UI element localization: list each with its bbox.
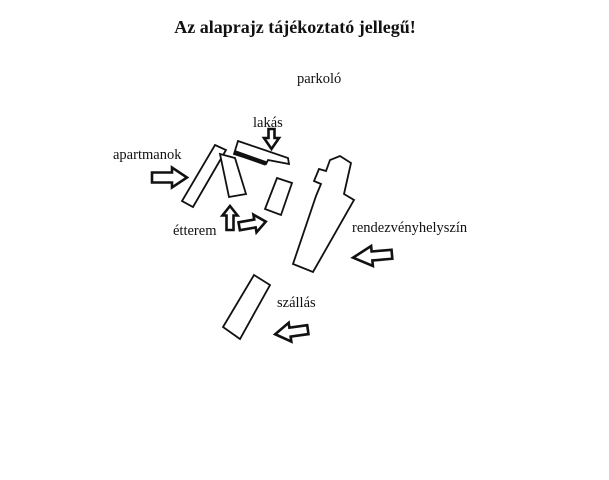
rendezvenyhelyszin-left-arrow-icon [350, 243, 394, 268]
page-title: Az alaprajz tájékoztató jellegű! [174, 17, 415, 37]
label-apartmanok: apartmanok [113, 147, 182, 163]
building-etterem-stem [218, 152, 248, 199]
building-rendezvenyhelyszin [291, 154, 356, 274]
label-etterem: étterem [173, 223, 217, 239]
building-small-block [263, 176, 294, 217]
label-parkolo: parkoló [297, 71, 341, 87]
szallas-left-arrow-icon [272, 320, 310, 344]
arrows-group [150, 127, 394, 344]
etterem-right-arrow-icon [236, 212, 268, 236]
label-lakas: lakás [253, 115, 283, 131]
label-szallas: szállás [277, 295, 316, 311]
building-lakas-thick-wall [234, 150, 267, 166]
buildings-group [180, 139, 356, 341]
building-szallas [221, 273, 272, 341]
apartmanok-right-arrow-icon [150, 165, 190, 190]
label-rendezvenyhelyszin: rendezvényhelyszín [352, 220, 468, 236]
building-apartmanok [180, 143, 228, 209]
etterem-up-arrow-icon [219, 203, 241, 232]
lakas-down-arrow-icon [261, 127, 282, 152]
